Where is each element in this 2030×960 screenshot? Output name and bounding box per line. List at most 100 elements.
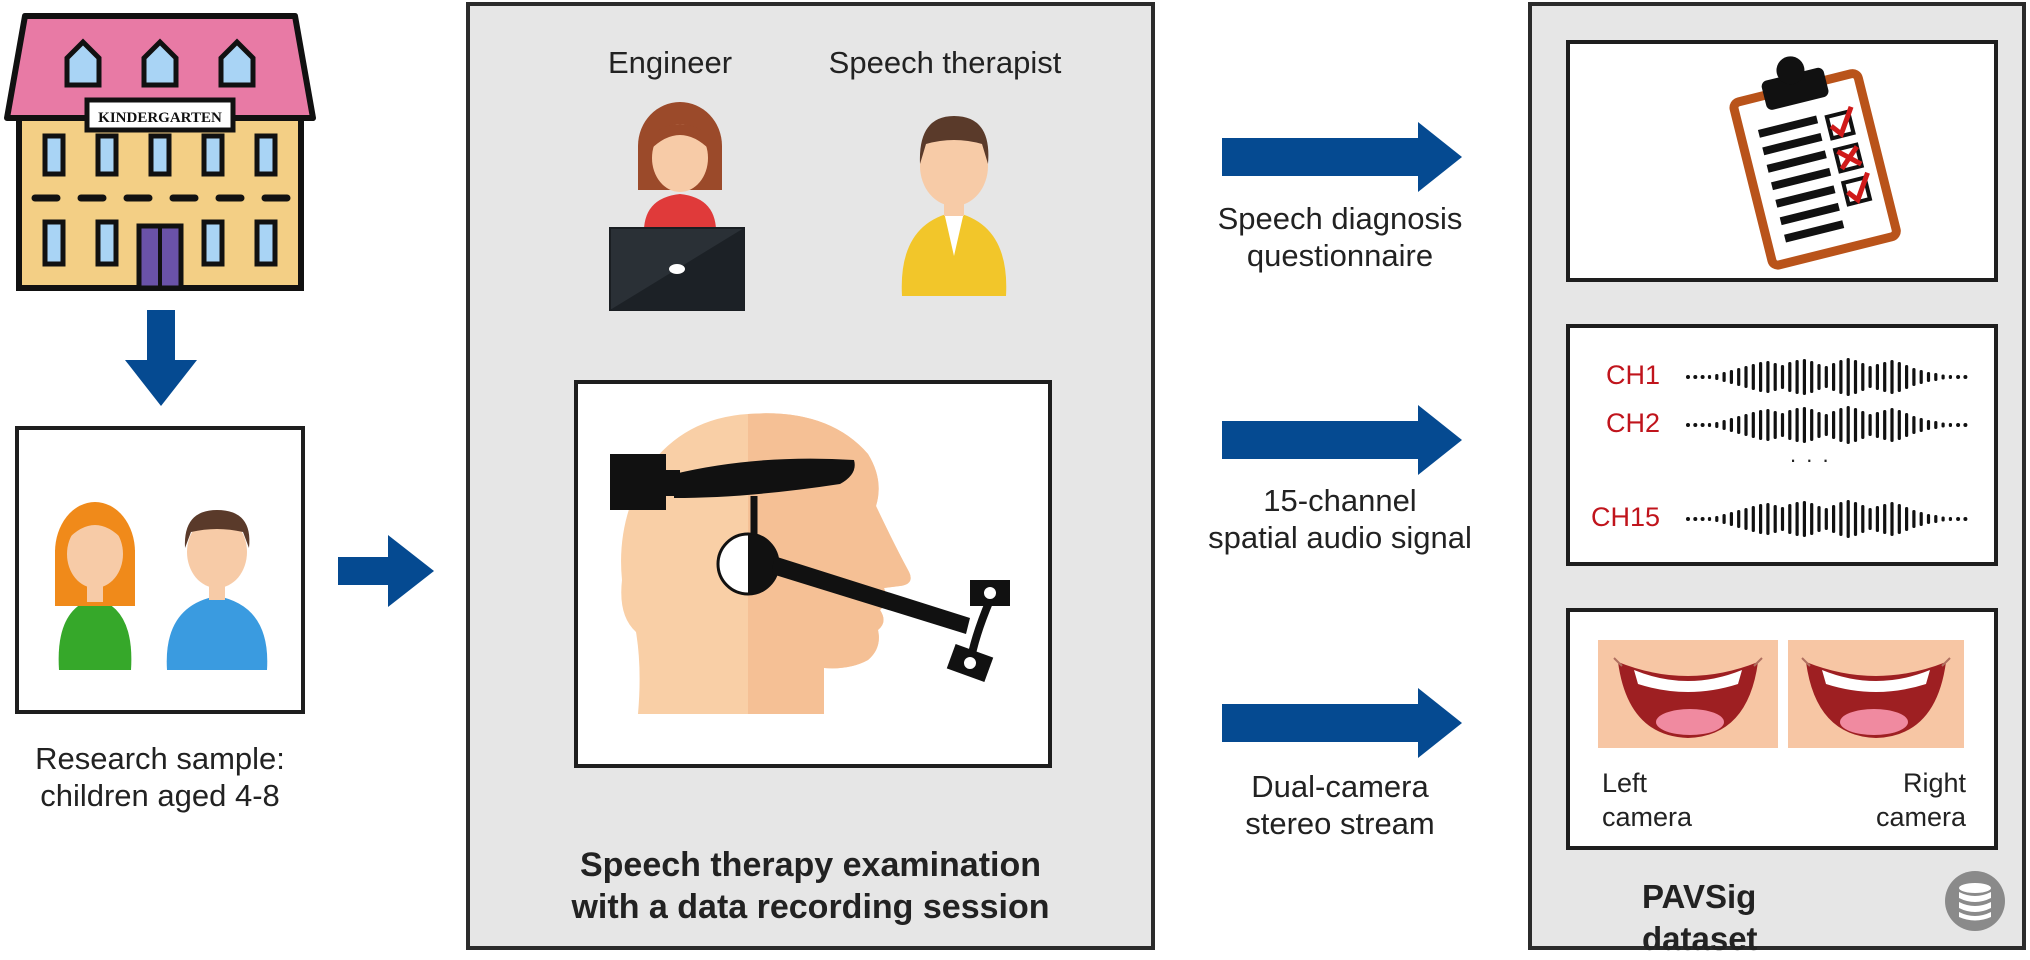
waveform-bar (1817, 364, 1821, 390)
waveform-bar (1963, 517, 1968, 521)
waveform-bar (1956, 375, 1961, 379)
waveform-bar (1846, 358, 1850, 396)
waveform-bar (1817, 412, 1821, 438)
waveform-bar (1722, 372, 1726, 382)
waveform-bar (1744, 366, 1748, 388)
waveform-bar (1905, 507, 1909, 531)
waveform-bar (1919, 512, 1923, 526)
waveform-bar (1715, 422, 1719, 428)
waveform-bar (1686, 423, 1690, 427)
waveform-bar (1853, 360, 1858, 394)
waveform-bar (1686, 517, 1690, 521)
waveform-bar (1795, 408, 1799, 442)
waveform-bar (1832, 411, 1836, 439)
waveform-bar (1941, 516, 1945, 522)
waveform-bar (1707, 375, 1712, 379)
waveform-bar (1934, 515, 1938, 523)
waveform-bar (1897, 410, 1901, 440)
waveform-bar (1905, 413, 1909, 437)
waveform-bar (1773, 411, 1777, 439)
audio-line1: 15-channel (1263, 483, 1417, 518)
waveform-bar (1948, 517, 1952, 521)
audio-channels-box: CH1 CH2 . . . CH15 (1566, 324, 1998, 566)
audio-line2: spatial audio signal (1208, 520, 1472, 555)
questionnaire-box (1566, 40, 1998, 282)
waveform-bar (1890, 502, 1894, 536)
waveform-bar (1861, 363, 1865, 391)
waveform-bar (1934, 373, 1938, 381)
role-therapist-label: Speech therapist (828, 45, 1062, 80)
waveform-bar (1912, 416, 1916, 434)
waveform-bar (1802, 407, 1806, 443)
waveform-bar (1744, 508, 1748, 530)
waveform-bar (1868, 508, 1872, 530)
clipboard-icon (1729, 56, 1901, 270)
waveform-bar (1824, 366, 1828, 388)
waveform-bar (1839, 408, 1843, 442)
recording-headset-box (574, 380, 1052, 768)
waveform-bar (1744, 414, 1748, 436)
engineer-icon (609, 102, 745, 311)
arrow-to-session (338, 535, 434, 607)
channel-label-1: CH1 (1605, 360, 1660, 390)
channel-label-15: CH15 (1590, 502, 1660, 532)
speech-therapist-icon (901, 116, 1007, 296)
right-camera-mouth-image (1788, 640, 1964, 748)
research-sample-box (15, 426, 305, 714)
waveform-bar (1861, 505, 1865, 533)
waveform-bar (1759, 504, 1763, 534)
waveform-bar (1759, 410, 1763, 440)
waveform-bar (1737, 416, 1741, 434)
waveform-bar (1693, 517, 1698, 521)
video-line1: Dual-camera (1251, 769, 1429, 804)
waveform-bar (1729, 370, 1733, 384)
waveform-bar (1948, 423, 1952, 427)
waveform-bar (1912, 368, 1916, 386)
waveform-bar (1693, 423, 1698, 427)
waveform-bar (1919, 370, 1923, 384)
waveform-bar (1963, 375, 1968, 379)
video-label: Dual-camera stereo stream (1180, 768, 1500, 842)
waveform-bar (1737, 510, 1741, 528)
waveform-bar (1926, 514, 1931, 524)
research-sample-line2: children aged 4-8 (40, 778, 280, 813)
waveform-bar (1817, 506, 1821, 532)
channel-label-2: CH2 (1605, 408, 1660, 438)
waveform-bar (1853, 408, 1858, 442)
research-sample-label: Research sample: children aged 4-8 (0, 740, 320, 814)
waveform-bar (1883, 362, 1887, 392)
waveform-bar (1715, 374, 1719, 380)
left-camera-line1: Left (1602, 768, 1648, 798)
waveform-bar (1846, 500, 1850, 538)
waveform-bar (1890, 408, 1894, 442)
kindergarten-building-icon: KINDERGARTEN (4, 13, 316, 291)
waveform-bar (1832, 363, 1836, 391)
waveform-bar (1853, 502, 1858, 536)
waveform-bar (1956, 423, 1961, 427)
session-panel: Engineer Speech therapist (466, 2, 1155, 950)
children-icon (55, 502, 268, 670)
waveform-bar (1868, 414, 1872, 436)
waveform-bar (1846, 406, 1850, 444)
waveform-bar (1948, 375, 1952, 379)
waveform-bar (1766, 361, 1770, 393)
right-camera-line2: camera (1875, 802, 1966, 832)
audio-label: 15-channel spatial audio signal (1180, 482, 1500, 556)
waveform-bar (1788, 362, 1792, 392)
questionnaire-line1: Speech diagnosis (1217, 201, 1463, 236)
questionnaire-label: Speech diagnosis questionnaire (1180, 200, 1500, 274)
waveform-bar (1722, 514, 1726, 524)
waveform-bar (1956, 517, 1961, 521)
waveform-bar (1802, 359, 1806, 395)
waveform-bar (1773, 505, 1777, 533)
waveform-bar (1722, 420, 1726, 430)
session-caption: Speech therapy examination with a data r… (470, 844, 1151, 928)
waveform-bar (1897, 362, 1901, 392)
waveform-bar (1926, 372, 1931, 382)
video-line2: stereo stream (1245, 806, 1435, 841)
waveform-bar (1919, 418, 1923, 432)
waveform-bar (1707, 423, 1712, 427)
waveform-bar (1729, 512, 1733, 526)
arrow-video (1222, 688, 1462, 758)
waveform-bar (1715, 516, 1719, 522)
